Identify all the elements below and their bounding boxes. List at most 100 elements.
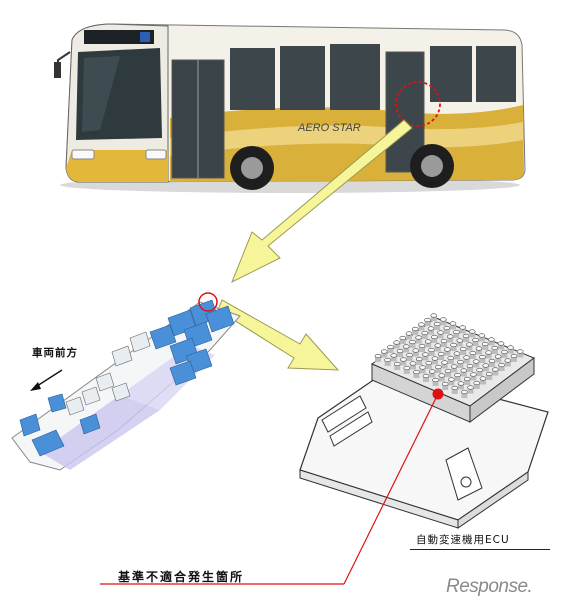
heat-sink-pin-body [434, 324, 441, 330]
heat-sink-pin-body [454, 353, 460, 360]
heat-sink-pin-body [469, 353, 476, 359]
heat-sink-pin [449, 321, 457, 326]
heat-sink-pin-body [460, 349, 467, 355]
heat-sink-pin [438, 373, 446, 378]
heat-sink-pin-body [461, 392, 468, 398]
heat-sink-pin-body [457, 362, 464, 368]
heat-sink-pin-body [440, 319, 447, 326]
heat-sink-pin-body [435, 367, 442, 373]
heat-sink-pin [461, 389, 468, 395]
heat-sink-pin [451, 385, 459, 391]
heat-sink-pin-body [451, 366, 458, 373]
heat-sink-pin [437, 330, 444, 335]
heat-sink-pin-body [463, 336, 469, 342]
heat-sink-pin [453, 329, 460, 335]
heat-sink-pin-body [425, 341, 432, 348]
heat-sink-pin [390, 353, 398, 358]
heat-sink-pin [459, 346, 467, 352]
heat-sink-pin [457, 381, 465, 386]
heat-sink-pin-body [394, 364, 401, 370]
heat-sink-pin-body [384, 360, 391, 366]
heat-sink-pin-body [467, 387, 474, 394]
heat-sink-pin-body [486, 374, 493, 380]
heat-sink-pin [387, 344, 394, 350]
heat-sink-pin [431, 334, 438, 340]
heat-sink-pin-body [450, 323, 456, 330]
heat-sink-pin-body [501, 352, 508, 358]
heat-sink-pin-body [431, 337, 438, 343]
heat-sink-pin [424, 339, 432, 344]
heat-sink-pin [424, 317, 431, 323]
heat-sink-pin-body [476, 370, 483, 376]
heat-sink-pin-body [472, 340, 479, 346]
vehicle-front-arrow [30, 369, 63, 391]
heat-sink-pin-body [479, 357, 486, 363]
heat-sink-pin-body [429, 371, 436, 378]
heat-sink-pin-body [485, 352, 492, 359]
heat-sink-pin-body [451, 388, 458, 394]
heat-sink-pin [462, 333, 470, 339]
heat-sink-pin [409, 361, 417, 366]
heat-sink-pin [440, 317, 447, 322]
heat-sink-pin-body [476, 348, 482, 355]
heat-sink-pin [432, 377, 439, 383]
rear-wheel [410, 144, 454, 188]
heat-sink-pin-body [467, 366, 473, 372]
heat-sink-pin-body [419, 367, 426, 374]
heat-sink-pin-body [482, 365, 489, 372]
heat-sink-pin [501, 349, 508, 355]
heat-sink-pin-body [381, 351, 388, 358]
ecu-location-marker [395, 81, 441, 127]
heat-sink-pin-body [517, 351, 524, 358]
heat-sink-pin-body [400, 359, 407, 366]
heat-sink-pin [393, 361, 401, 367]
heat-sink-pin-body [470, 374, 477, 381]
heat-sink-pin [453, 351, 461, 356]
heat-sink-pin [457, 359, 464, 365]
heat-sink-pin-body [422, 354, 429, 361]
heat-sink-pin [415, 356, 423, 362]
heat-sink-pin-body [447, 358, 454, 364]
heat-sink-pin-body [428, 350, 435, 356]
heat-sink-pin [472, 359, 480, 364]
heat-sink-pin-body [416, 359, 423, 365]
heat-sink-pin [470, 372, 477, 377]
ecu-label: 自動変速機用ECU [416, 534, 510, 546]
heat-sink-pin [459, 325, 466, 330]
heat-sink-pin-body [410, 363, 416, 370]
heat-sink-pin-body [387, 347, 394, 353]
heat-sink-pin-body [418, 324, 425, 331]
heat-sink-pin [460, 368, 468, 373]
heat-sink-pin [403, 365, 411, 371]
heat-sink-pin-body [488, 339, 495, 346]
heat-sink-pin [393, 340, 400, 345]
heat-sink-pin [466, 342, 473, 347]
heat-sink-pin-body [432, 358, 438, 365]
heat-sink-pin-body [403, 368, 410, 374]
heat-sink-pin [437, 351, 445, 357]
heat-sink-pin-body [441, 341, 447, 347]
heat-sink-pin [433, 321, 441, 327]
heat-sink-pin-body [507, 347, 514, 354]
heat-sink-pin [463, 355, 470, 360]
heat-sink-pin [409, 339, 416, 345]
heat-sink-pin [431, 356, 439, 361]
heat-sink-pin-body [437, 332, 444, 339]
heat-sink-pin-body [390, 355, 397, 362]
heat-sink-pin-body [453, 332, 460, 338]
heat-sink-pins [374, 313, 524, 398]
heat-sink-pin-body [469, 331, 476, 338]
heat-sink-pin [428, 347, 435, 353]
heat-sink-pin [450, 342, 457, 348]
heat-sink-pin [419, 365, 426, 370]
heat-sink-pin [468, 329, 476, 334]
heat-sink-pin [498, 362, 505, 368]
bus-interior-layout [11, 292, 241, 471]
heat-sink-pin-body [375, 356, 381, 362]
heat-sink-pin [427, 326, 435, 331]
heat-sink-pin-body [459, 327, 466, 334]
heat-sink-pin [456, 338, 464, 343]
heat-sink-pin [491, 345, 499, 351]
heat-sink-pin [425, 360, 433, 366]
